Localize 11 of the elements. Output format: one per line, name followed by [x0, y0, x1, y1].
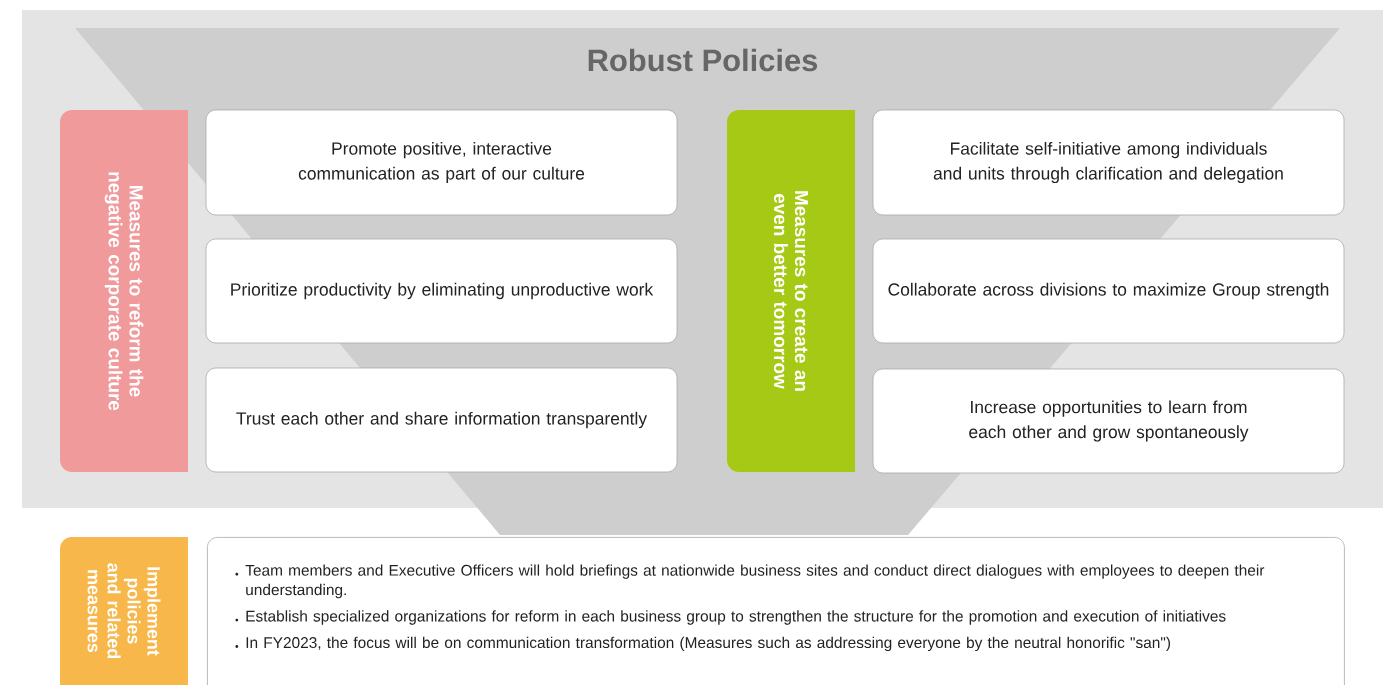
side-band: Measures to create an even better tomorrow — [727, 110, 855, 472]
text-box: Prioritize productivity by eliminating unproductive work — [205, 238, 678, 344]
side-band: Implement policies and related measures — [60, 537, 188, 685]
text-box: Facilitate self-initiative among individuals and units through clarification and delegation — [872, 109, 1345, 216]
text-box: Collaborate across divisions to maximize Group strength — [872, 238, 1345, 344]
text-box: Promote positive, interactive communication as part of our culture — [205, 109, 678, 216]
text-box: Increase opportunities to learn from each other and grow spontaneously — [872, 368, 1345, 474]
text-box: Team members and Executive Officers will hold briefings at nationwide business sites and conduct direct dialogues with employees to deepen their understanding. Establish specialized organizations for reform in each business group to strengthen the structure for the promotion and execution of initiatives In FY2023, the focus will be on communication transformation (Measures such as addressing everyone by the neutral honorific "san") — [207, 537, 1345, 685]
title: Robust Policies — [588, 48, 818, 72]
side-band: Measures to reform the negative corporate culture — [60, 110, 188, 472]
text-box: Trust each other and share information transparently — [205, 367, 678, 473]
